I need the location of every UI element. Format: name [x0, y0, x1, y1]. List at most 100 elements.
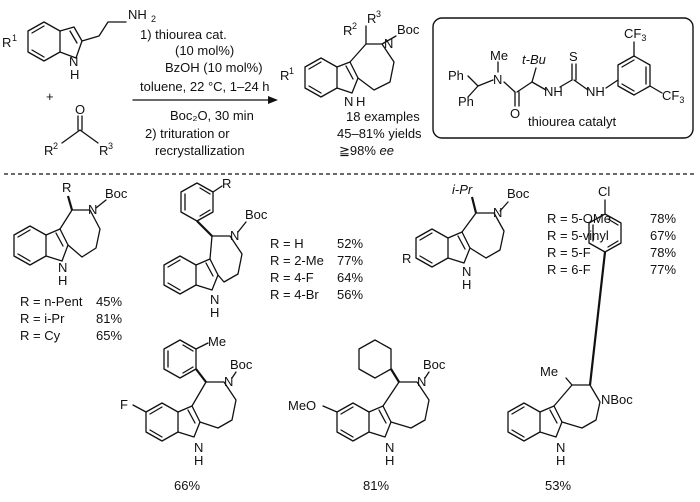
r2-superscript: 2 [53, 141, 58, 151]
p3-r: R [402, 251, 411, 266]
product-n: N [384, 36, 393, 51]
product-chlorophenyl: Cl Me NBoc N H [507, 184, 633, 468]
p3-n-indole: N [462, 264, 471, 279]
catalyst-cf3-right: CF3 [662, 88, 684, 105]
catalyst-cf3-top: CF3 [624, 26, 646, 43]
indole-row-0-yield: 78% [650, 211, 676, 226]
p5-h-indole: H [385, 453, 394, 468]
product-fluoro-tolyl: Me N Boc F N H [120, 334, 253, 468]
r3-label: R [99, 143, 108, 158]
p5-meo: MeO [288, 398, 316, 413]
p2-h-indole: H [210, 305, 219, 320]
indole-row-2-yield: 78% [650, 245, 676, 260]
yield-range: 45–81% yields [337, 126, 422, 141]
condition-loading: (10 mol%) [175, 43, 234, 58]
aryl-row-1-yield: 77% [337, 253, 363, 268]
catalyst-box [432, 17, 694, 139]
product-r2-sup: 2 [352, 21, 357, 31]
aryl-row-2-r: R = 4-F [270, 270, 314, 285]
product-aryl: R N Boc N H [163, 176, 268, 320]
catalyst-structure: Ph Ph N Me O t-Bu NH S NH CF3 CF3 thiour… [448, 26, 684, 129]
amine-label: NH [128, 7, 147, 22]
examples-count: 18 examples [346, 109, 420, 124]
aliphatic-row-0-r: R = n-Pent [20, 294, 83, 309]
aliphatic-row-0-yield: 45% [96, 294, 122, 309]
catalyst-nh1-n: NH [544, 84, 563, 99]
p5-boc: Boc [423, 357, 446, 372]
reaction-arrowhead [268, 96, 278, 104]
p6-nboc: NBoc [601, 392, 633, 407]
condition-boc: Boc₂O, 30 min [170, 108, 254, 123]
carbonyl-o: O [75, 102, 85, 117]
catalyst-ph1: Ph [448, 68, 464, 83]
catalyst-n-methyl: N [493, 72, 502, 87]
carbonyl-structure: O R 2 R 3 [44, 102, 113, 158]
p6-n-indole: N [556, 440, 565, 455]
p1-r: R [62, 180, 71, 195]
p1-n-indole: N [58, 260, 67, 275]
table-aryl: R = H 52% R = 2-Me 77% R = 4-F 64% R = 4… [270, 236, 363, 302]
product-indole-sub: i-Pr N Boc R N H [402, 182, 530, 292]
product-methoxy-cyclohexyl: N Boc MeO N H [288, 339, 446, 468]
product-r3-sup: 3 [376, 9, 381, 19]
plus-sign: + [46, 89, 54, 104]
indole-row-3-yield: 77% [650, 262, 676, 277]
product-boc: Boc [397, 22, 420, 37]
product-aliphatic: R N Boc N H [13, 180, 128, 288]
indole-row-2-r: R = 5-F [547, 245, 591, 260]
p2-n-indole: N [210, 292, 219, 307]
catalyst-me: Me [490, 48, 508, 63]
p4-f: F [120, 397, 128, 412]
p6-h-indole: H [556, 453, 565, 468]
r2-label: R [44, 143, 53, 158]
aryl-row-2-yield: 64% [337, 270, 363, 285]
p1-boc: Boc [105, 186, 128, 201]
aliphatic-row-1-yield: 81% [96, 311, 122, 326]
condition-additive: BzOH (10 mol%) [165, 60, 263, 75]
catalyst-nh2: NH [586, 84, 605, 99]
reaction-conditions: 1) thiourea cat. (10 mol%) BzOH (10 mol%… [132, 27, 278, 158]
p6-me: Me [540, 364, 558, 379]
aliphatic-row-1-r: R = i-Pr [20, 311, 65, 326]
condition-step1: 1) thiourea cat. [140, 27, 227, 42]
p4-me: Me [208, 334, 226, 349]
ee-value: ≧98% ee [339, 143, 394, 158]
tryptamine-structure: R 1 N H NH 2 [2, 7, 156, 82]
indole-row-1-r: R = 5-vinyl [547, 228, 609, 243]
table-aliphatic: R = n-Pent 45% R = i-Pr 81% R = Cy 65% [20, 294, 122, 343]
aryl-row-1-r: R = 2-Me [270, 253, 324, 268]
p6-cl: Cl [598, 184, 610, 199]
aryl-row-0-r: R = H [270, 236, 304, 251]
condition-step2: 2) trituration or [145, 126, 230, 141]
product-r1: R [280, 68, 289, 83]
p3-ipr: i-Pr [452, 182, 473, 197]
yield-chlorophenyl: 53% [545, 478, 571, 493]
p3-n: N [493, 205, 502, 220]
amine-subscript: 2 [151, 14, 156, 24]
aryl-row-3-yield: 56% [337, 287, 363, 302]
p1-n: N [88, 202, 97, 217]
aryl-row-0-yield: 52% [337, 236, 363, 251]
product-nh-h: H [356, 94, 365, 109]
p3-h-indole: H [462, 277, 471, 292]
indole-h: H [70, 67, 79, 82]
catalyst-s: S [569, 49, 578, 64]
p4-boc: Boc [230, 357, 253, 372]
indole-row-1-yield: 67% [650, 228, 676, 243]
aliphatic-row-2-r: R = Cy [20, 328, 61, 343]
p2-r: R [222, 176, 231, 191]
r1-label: R [2, 35, 11, 50]
indole-row-0-r: R = 5-OMe [547, 211, 611, 226]
summary-text: 18 examples 45–81% yields ≧98% ee [337, 109, 422, 158]
p5-n: N [417, 374, 426, 389]
p3-boc: Boc [507, 186, 530, 201]
product-structure: R 3 R 2 N Boc N H R 1 [280, 9, 420, 109]
p4-n-indole: N [194, 440, 203, 455]
catalyst-ph2: Ph [458, 94, 474, 109]
indole-n: N [69, 54, 78, 69]
product-nh: N [344, 94, 353, 109]
p4-h-indole: H [194, 453, 203, 468]
product-r3: R [367, 11, 376, 26]
